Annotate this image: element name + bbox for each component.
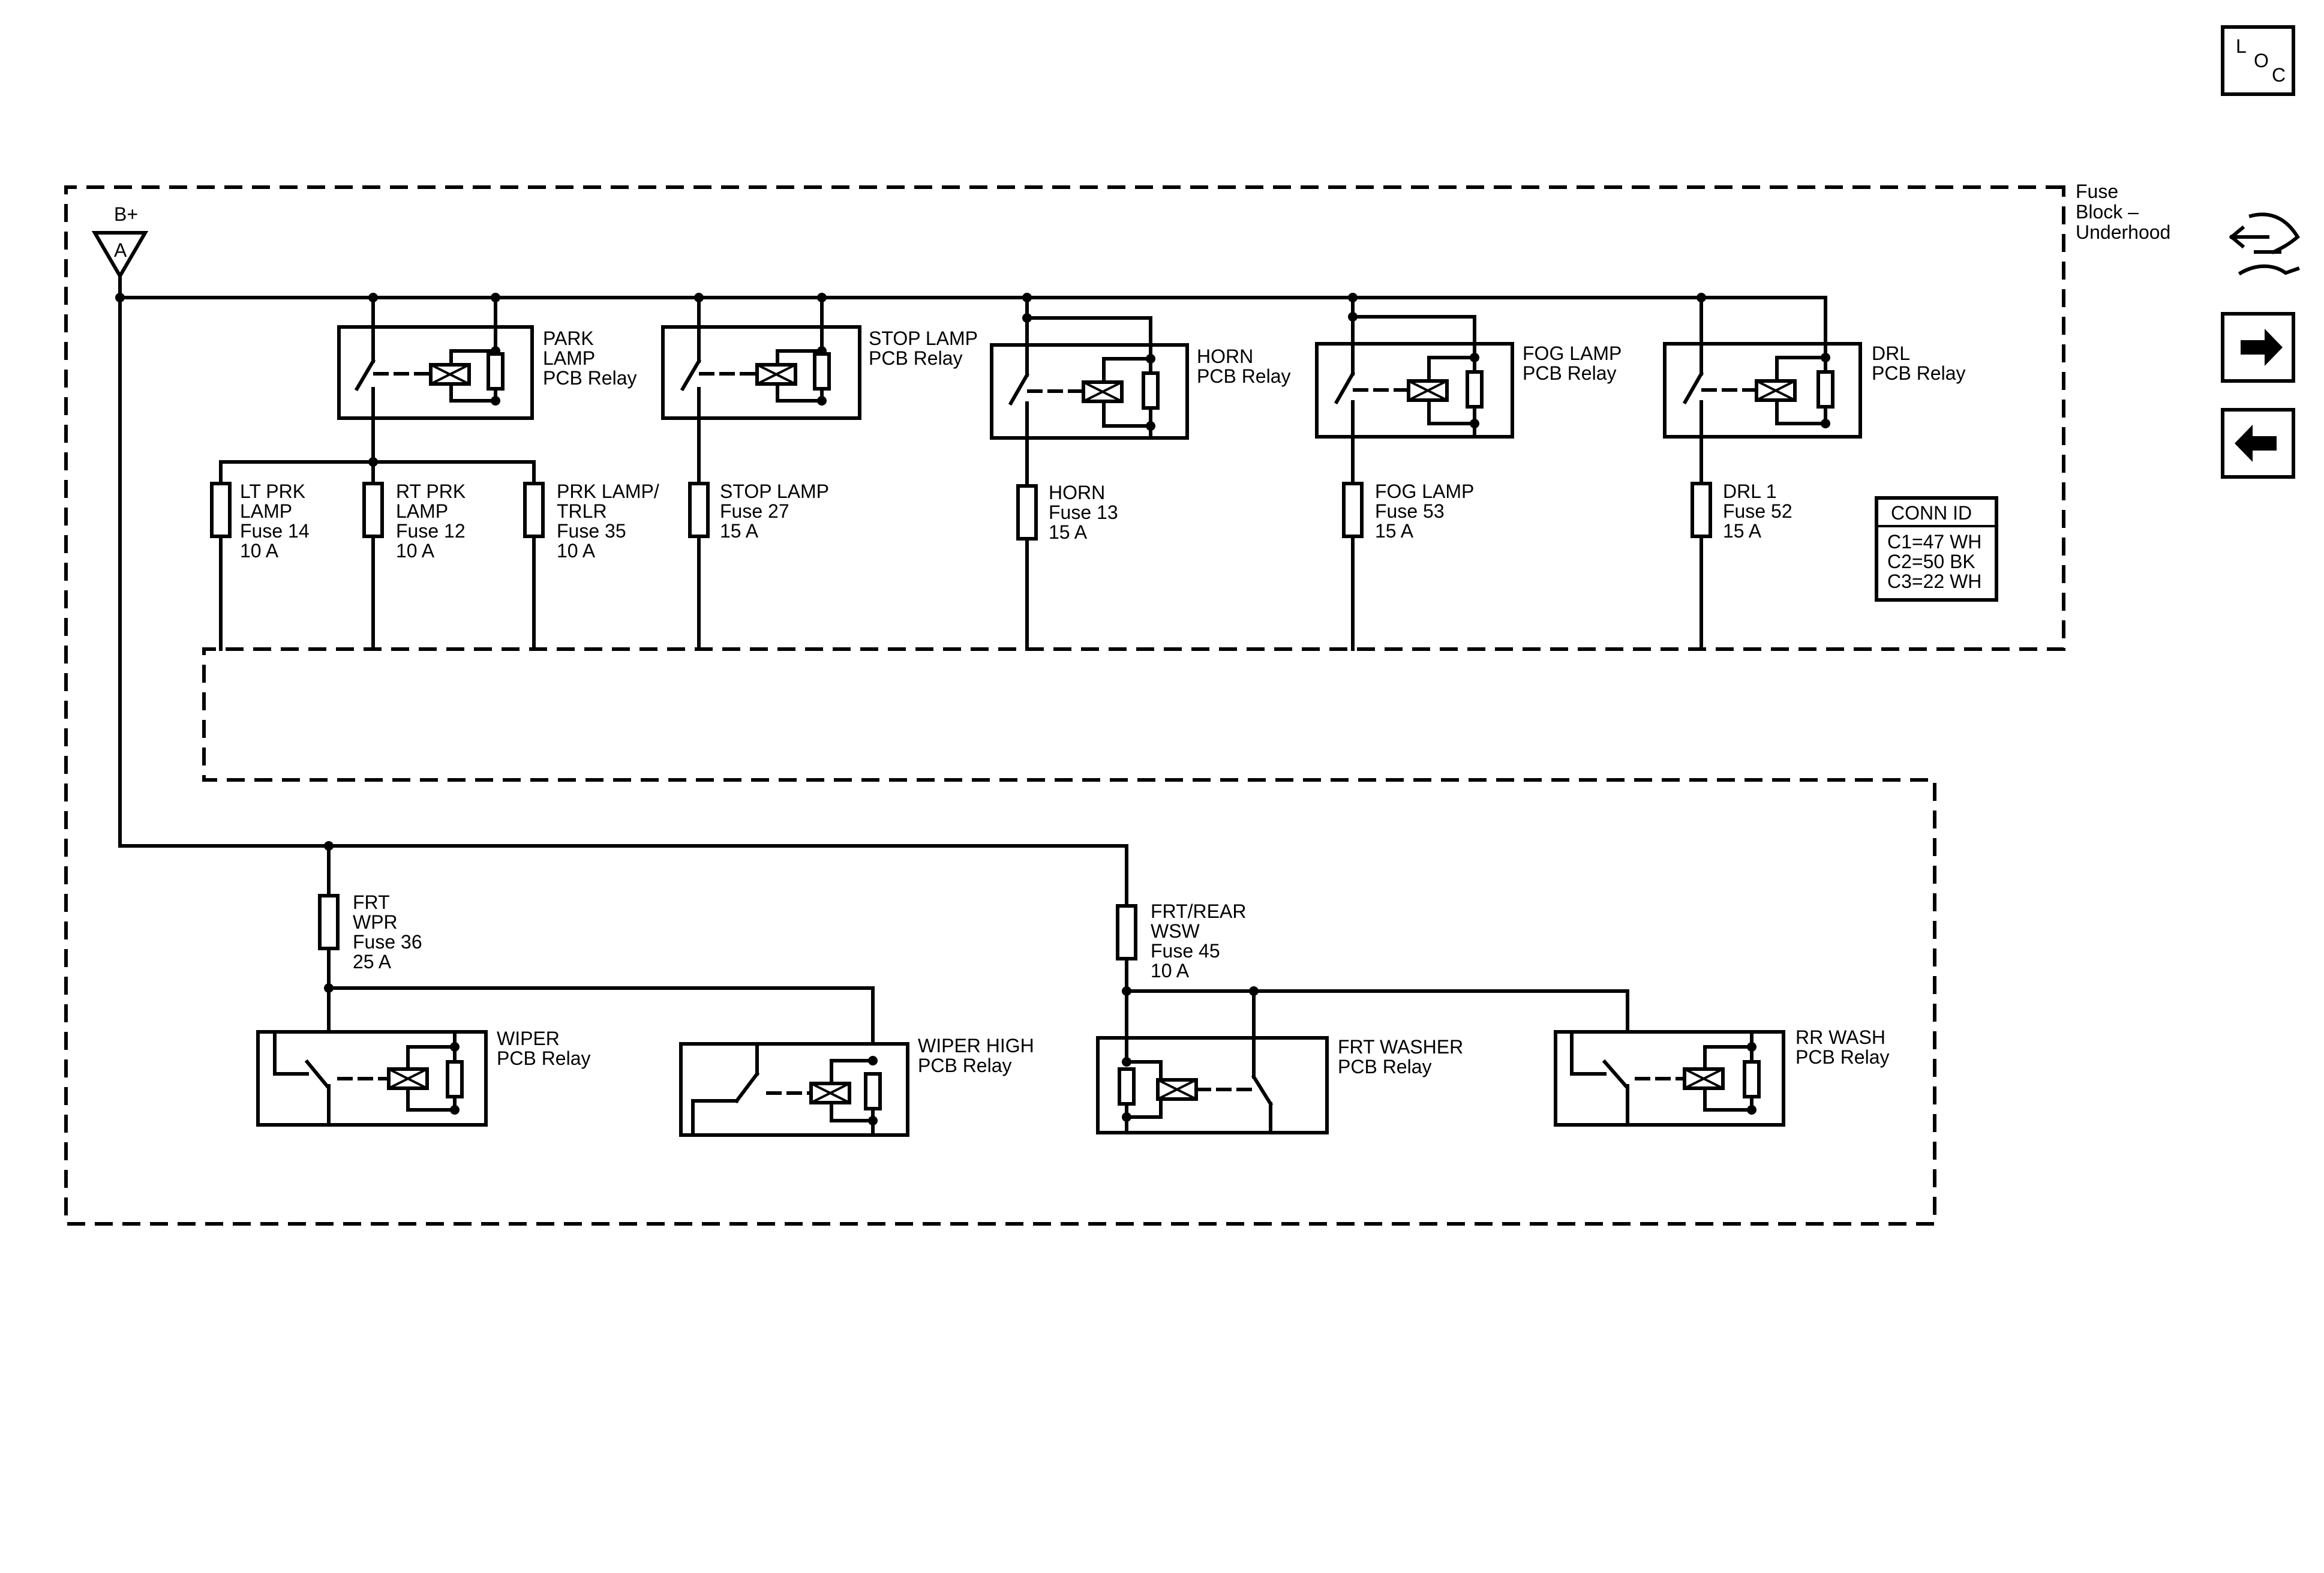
fuse-frt-rear-wsw: FRT/REAR WSW Fuse 45 10 A — [1116, 900, 1246, 981]
wiper-relay: WIPER PCB Relay — [256, 1028, 591, 1127]
svg-text:15 A: 15 A — [720, 520, 759, 542]
svg-text:10 A: 10 A — [240, 540, 279, 562]
svg-text:Fuse 45: Fuse 45 — [1151, 940, 1220, 962]
svg-text:Underhood: Underhood — [2076, 221, 2170, 243]
connector-tool-icon[interactable] — [2229, 212, 2300, 276]
svg-text:O: O — [2254, 50, 2269, 71]
wiper-high-relay: WIPER HIGH PCB Relay — [679, 986, 1034, 1137]
fuse-block-label: Fuse Block – Underhood — [2076, 181, 2170, 243]
svg-text:C: C — [2272, 64, 2286, 86]
drl-relay: DRL PCB Relay — [1663, 293, 1966, 651]
svg-text:FRT/REAR: FRT/REAR — [1151, 900, 1246, 922]
svg-text:PCB Relay: PCB Relay — [497, 1047, 591, 1069]
svg-text:15 A: 15 A — [1049, 521, 1088, 543]
svg-text:HORN: HORN — [1049, 482, 1105, 503]
b-plus-label: B+ — [114, 203, 138, 225]
svg-text:LAMP: LAMP — [543, 347, 595, 369]
svg-text:10 A: 10 A — [396, 540, 435, 562]
fuse-lt-prk-lamp: LT PRK LAMP Fuse 14 10 A — [210, 481, 310, 562]
horn-relay: HORN PCB Relay — [990, 293, 1291, 651]
svg-text:WPR: WPR — [353, 911, 398, 933]
fog-lamp-relay: FOG LAMP PCB Relay — [1315, 293, 1622, 651]
svg-text:WIPER HIGH: WIPER HIGH — [918, 1035, 1034, 1056]
svg-text:10 A: 10 A — [1151, 960, 1190, 981]
svg-text:PCB Relay: PCB Relay — [1795, 1046, 1890, 1068]
frt-washer-relay: FRT WASHER PCB Relay — [1096, 989, 1463, 1134]
svg-text:C1=47 WH: C1=47 WH — [1887, 531, 1981, 553]
svg-text:Fuse 53: Fuse 53 — [1375, 500, 1445, 522]
fuse-stop-lamp: STOP LAMP Fuse 27 15 A — [688, 481, 829, 542]
svg-text:C3=22 WH: C3=22 WH — [1887, 571, 1981, 592]
svg-text:PCB Relay: PCB Relay — [1338, 1056, 1432, 1077]
svg-text:DRL 1: DRL 1 — [1723, 481, 1777, 502]
stop-lamp-relay: STOP LAMP PCB Relay — [661, 293, 978, 651]
svg-text:PCB Relay: PCB Relay — [543, 367, 637, 389]
fuse-frt-wpr: FRT WPR Fuse 36 25 A — [318, 891, 422, 972]
svg-text:PCB Relay: PCB Relay — [1872, 362, 1966, 384]
lower-bus — [324, 841, 1629, 1040]
rr-wash-relay: RR WASH PCB Relay — [1554, 989, 1890, 1127]
svg-text:FOG LAMP: FOG LAMP — [1523, 343, 1622, 364]
park-lamp-relay: PARK LAMP PCB Relay — [337, 293, 637, 420]
fuse-fog-lamp: FOG LAMP Fuse 53 15 A — [1342, 481, 1474, 542]
svg-text:PCB Relay: PCB Relay — [918, 1055, 1012, 1076]
conn-id-table: CONN ID C1=47 WH C2=50 BK C3=22 WH — [1875, 496, 1998, 602]
svg-text:Fuse 36: Fuse 36 — [353, 931, 422, 953]
fuse-rt-prk-lamp: RT PRK LAMP Fuse 12 10 A — [362, 481, 466, 562]
svg-text:Fuse: Fuse — [2076, 181, 2118, 202]
loc-icon[interactable]: L O C — [2221, 25, 2295, 96]
svg-text:LAMP: LAMP — [240, 500, 292, 522]
svg-text:LT PRK: LT PRK — [240, 481, 305, 502]
svg-text:Fuse 27: Fuse 27 — [720, 500, 789, 522]
svg-text:DRL: DRL — [1872, 343, 1910, 364]
svg-text:Fuse 14: Fuse 14 — [240, 520, 310, 542]
svg-text:Fuse 35: Fuse 35 — [557, 520, 626, 542]
svg-text:TRLR: TRLR — [557, 500, 607, 522]
svg-text:CONN ID: CONN ID — [1891, 502, 1972, 524]
svg-text:Fuse 52: Fuse 52 — [1723, 500, 1792, 522]
svg-text:25 A: 25 A — [353, 951, 392, 972]
svg-text:RT PRK: RT PRK — [396, 481, 466, 502]
svg-text:LAMP: LAMP — [396, 500, 448, 522]
svg-text:Block –: Block – — [2076, 201, 2139, 223]
fuse-drl: DRL 1 Fuse 52 15 A — [1691, 481, 1792, 542]
fuse-block-outline — [64, 185, 2065, 1226]
arrow-left-icon[interactable] — [2221, 408, 2295, 479]
svg-text:STOP LAMP: STOP LAMP — [869, 328, 978, 349]
svg-text:Fuse 13: Fuse 13 — [1049, 502, 1118, 523]
svg-text:WIPER: WIPER — [497, 1028, 560, 1049]
svg-text:PARK: PARK — [543, 328, 594, 349]
svg-text:15 A: 15 A — [1375, 520, 1414, 542]
fuse-horn: HORN Fuse 13 15 A — [1016, 482, 1118, 543]
svg-text:STOP LAMP: STOP LAMP — [720, 481, 829, 502]
svg-text:PCB Relay: PCB Relay — [869, 347, 963, 369]
svg-text:10 A: 10 A — [557, 540, 596, 562]
svg-text:Fuse 12: Fuse 12 — [396, 520, 466, 542]
svg-text:FOG LAMP: FOG LAMP — [1375, 481, 1474, 502]
b-plus-terminal — [91, 231, 149, 280]
svg-text:PRK LAMP/: PRK LAMP/ — [557, 481, 659, 502]
svg-text:15 A: 15 A — [1723, 520, 1762, 542]
svg-text:L: L — [2236, 35, 2247, 57]
terminal-a-label: A — [114, 239, 127, 261]
arrow-right-icon[interactable] — [2221, 312, 2295, 383]
svg-text:PCB Relay: PCB Relay — [1197, 365, 1291, 387]
fuse-prk-lamp-trlr: PRK LAMP/ TRLR Fuse 35 10 A — [523, 481, 659, 562]
svg-text:PCB Relay: PCB Relay — [1523, 362, 1617, 384]
main-bus — [115, 274, 1827, 848]
svg-text:FRT: FRT — [353, 891, 390, 913]
svg-text:HORN: HORN — [1197, 346, 1253, 367]
svg-text:WSW: WSW — [1151, 920, 1200, 942]
svg-text:FRT WASHER: FRT WASHER — [1338, 1036, 1463, 1058]
svg-text:RR WASH: RR WASH — [1795, 1026, 1885, 1048]
svg-text:C2=50 BK: C2=50 BK — [1887, 551, 1975, 572]
